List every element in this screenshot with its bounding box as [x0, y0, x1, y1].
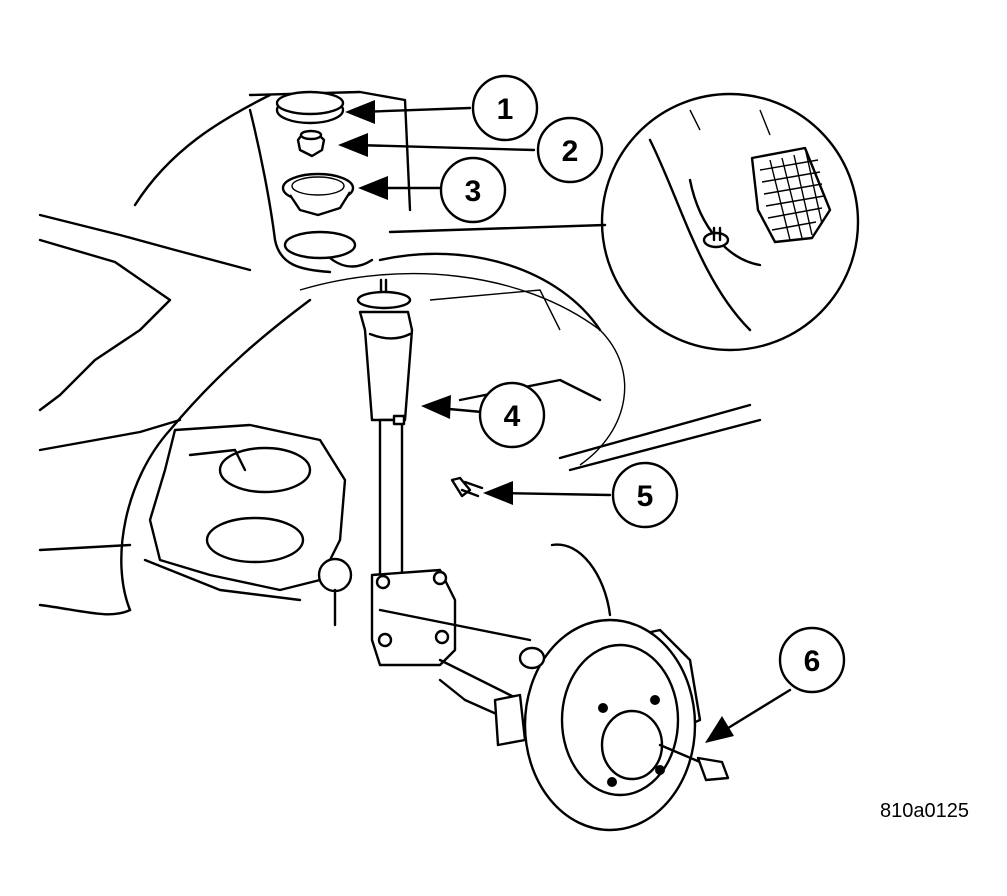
callout-6: 6	[778, 626, 846, 694]
svg-text:2: 2	[562, 135, 579, 168]
mounting-bolt	[450, 476, 484, 498]
detail-grid	[759, 151, 825, 241]
wheel-stud	[658, 743, 730, 782]
upper-mount-parts	[275, 90, 374, 268]
knuckle-bracket	[370, 568, 532, 747]
callout-5: 5	[611, 461, 679, 529]
svg-text:5: 5	[637, 480, 654, 513]
lower-control-arm	[143, 423, 353, 627]
svg-text:3: 3	[465, 175, 482, 208]
callout-4: 4	[478, 381, 546, 449]
callout-arrows	[338, 100, 792, 743]
figure-id-label: 810a0125	[880, 800, 969, 822]
detail-inset	[388, 92, 860, 352]
callout-3: 3	[439, 156, 507, 224]
shock-absorber	[356, 278, 414, 582]
svg-text:4: 4	[504, 400, 521, 433]
callout-1: 1	[471, 74, 539, 142]
callout-2: 2	[536, 116, 604, 184]
brake-rotor	[518, 543, 702, 832]
svg-text:6: 6	[804, 645, 821, 678]
svg-text:1: 1	[497, 93, 514, 126]
